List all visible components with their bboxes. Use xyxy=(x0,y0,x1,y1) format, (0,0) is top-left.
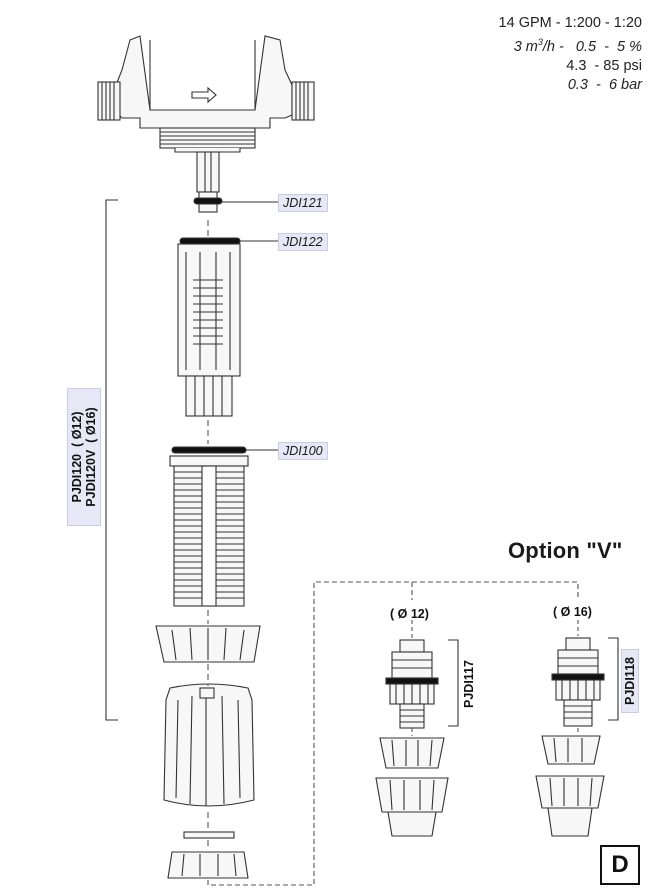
spec-bar: 0.3 - 6 bar xyxy=(567,76,642,93)
tag-pjdi118: PJDI118 xyxy=(621,649,639,713)
oring-jdi121 xyxy=(193,197,223,205)
diameter-16-label: ( Ø 16) xyxy=(553,605,592,619)
kit-label: PJDI120 ( Ø12) PJDI120V ( Ø16) xyxy=(67,388,101,526)
spec-psi: 4.3 - 85 psi xyxy=(566,57,642,74)
tag-jdi121: JDI121 xyxy=(278,194,328,212)
oring-jdi100 xyxy=(171,446,247,454)
valve-assembly-16 xyxy=(535,637,605,837)
oring-jdi122 xyxy=(179,237,241,245)
diameter-12-label: ( Ø 12) xyxy=(390,607,429,621)
valve-assembly-12 xyxy=(375,639,449,837)
spec-metric-suffix: /h - 0.5 - 5 % xyxy=(542,38,642,55)
kit-label-line2: PJDI120V ( Ø16) xyxy=(84,407,98,507)
pump-body xyxy=(97,35,315,213)
spec-flow-ratio: 14 GPM - 1:200 - 1:20 xyxy=(498,15,642,31)
lower-cylinder xyxy=(169,455,249,607)
spec-metric-sup: 3 xyxy=(537,37,543,47)
spec-metric-flow: 3 m3/h - 0.5 - 5 % xyxy=(499,33,642,57)
union-nut xyxy=(155,625,261,663)
specifications-block: 14 GPM - 1:200 - 1:20 3 m3/h - 0.5 - 5 %… xyxy=(499,14,642,95)
tag-jdi100: JDI100 xyxy=(278,442,328,460)
option-title: Option "V" xyxy=(508,538,623,563)
tag-jdi122: JDI122 xyxy=(278,233,328,251)
spec-metric-prefix: 3 m xyxy=(513,38,538,55)
kit-label-line1: PJDI120 ( Ø12) xyxy=(70,411,84,503)
section-letter-box: D xyxy=(600,845,640,885)
bottom-housing xyxy=(163,683,255,879)
tag-pjdi117: PJDI117 xyxy=(462,660,476,708)
upper-cylinder xyxy=(177,243,241,417)
